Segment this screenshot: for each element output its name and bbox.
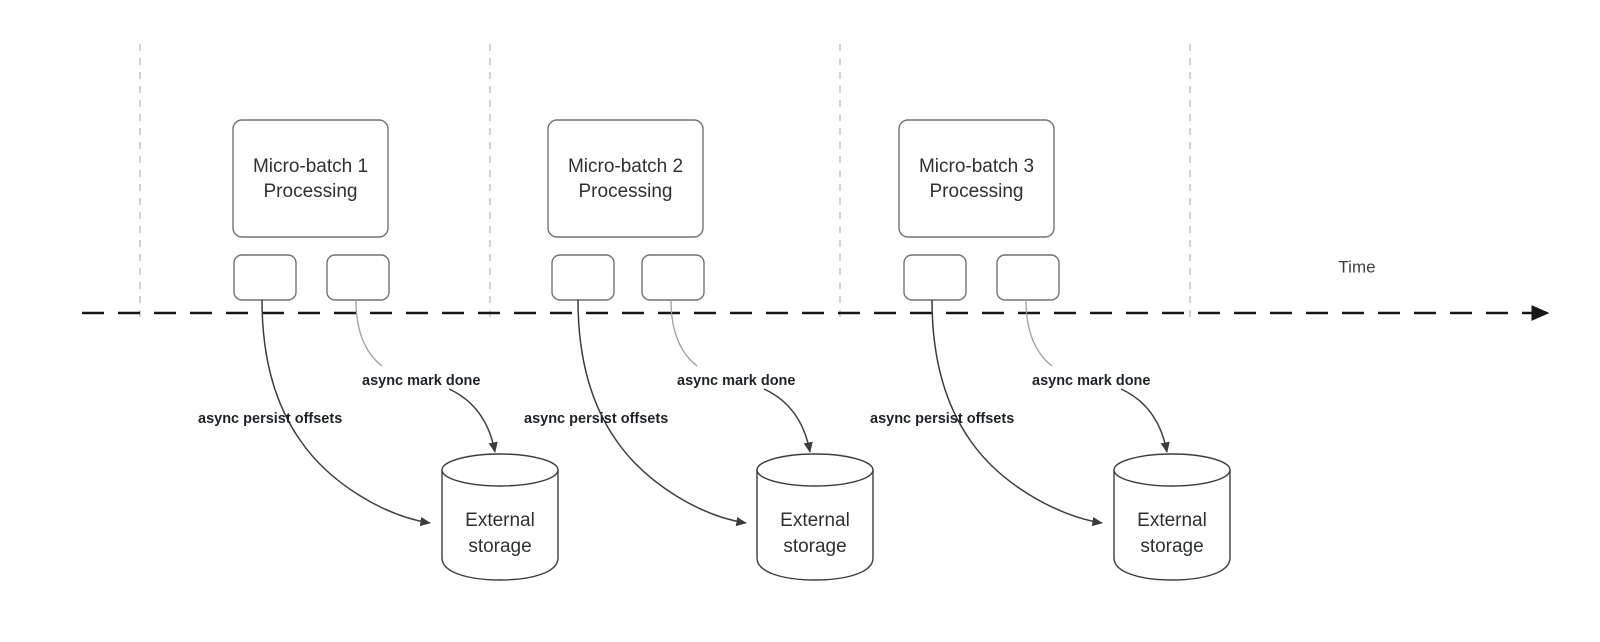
micro-batch-1-task-markdone-box[interactable]	[326, 254, 390, 301]
external-storage-1-label-line1: External	[465, 510, 535, 531]
async-mark-done-arrow-1-seg2	[448, 388, 498, 453]
async-mark-done-arrow-2-seg2	[763, 388, 813, 453]
async-persist-offsets-label-3: async persist offsets	[870, 411, 1014, 427]
external-storage-2-label-line2: storage	[783, 536, 846, 557]
external-storage-3-label-line1: External	[1137, 510, 1207, 531]
async-persist-offsets-label-1: async persist offsets	[198, 411, 342, 427]
external-storage-3-top	[1113, 453, 1231, 487]
external-storage-1-body	[441, 469, 559, 581]
micro-batch-3-task-markdone-box[interactable]	[996, 254, 1060, 301]
micro-batch-group-2: Micro-batch 2 Processing External storag…	[524, 119, 874, 581]
micro-batch-2-label-line2: Processing	[579, 181, 673, 202]
external-storage-2-label-line1: External	[780, 510, 850, 531]
external-storage-2-body	[756, 469, 874, 581]
external-storage-1[interactable]: External storage	[441, 453, 559, 581]
micro-batch-1-label-line2: Processing	[264, 181, 358, 202]
async-persist-offsets-arrow-2	[577, 299, 747, 527]
micro-batch-3-label-line2: Processing	[930, 181, 1024, 202]
batch-boundary-guides	[139, 44, 1191, 320]
external-storage-3-body	[1113, 469, 1231, 581]
async-mark-done-arrow-1-seg1	[355, 299, 383, 367]
async-mark-done-arrow-2-seg1	[670, 299, 698, 367]
external-storage-3[interactable]: External storage	[1113, 453, 1231, 581]
micro-batch-1-label-line1: Micro-batch 1	[253, 156, 368, 177]
micro-batch-3-label-line1: Micro-batch 3	[919, 156, 1034, 177]
micro-batch-2-label-line1: Micro-batch 2	[568, 156, 683, 177]
async-mark-done-label-2: async mark done	[677, 373, 795, 389]
external-storage-2-top	[756, 453, 874, 487]
external-storage-3-label-line2: storage	[1140, 536, 1203, 557]
external-storage-1-label-line2: storage	[468, 536, 531, 557]
micro-batch-2-task-markdone-box[interactable]	[641, 254, 705, 301]
micro-batch-2-task-persist-box[interactable]	[551, 254, 615, 301]
micro-batch-1-box[interactable]	[232, 119, 389, 238]
micro-batch-group-3: Micro-batch 3 Processing External storag…	[870, 119, 1231, 581]
async-mark-done-label-1: async mark done	[362, 373, 480, 389]
async-persist-offsets-label-2: async persist offsets	[524, 411, 668, 427]
async-mark-done-arrow-3-seg2	[1120, 388, 1170, 453]
micro-batch-3-box[interactable]	[898, 119, 1055, 238]
async-mark-done-arrow-3-seg1	[1025, 299, 1053, 367]
time-axis-label: Time	[1338, 257, 1375, 276]
micro-batch-1-task-persist-box[interactable]	[233, 254, 297, 301]
external-storage-2[interactable]: External storage	[756, 453, 874, 581]
async-mark-done-label-3: async mark done	[1032, 373, 1150, 389]
micro-batch-3-task-persist-box[interactable]	[903, 254, 967, 301]
async-persist-offsets-arrow-3	[931, 299, 1103, 527]
external-storage-1-top	[441, 453, 559, 487]
async-persist-offsets-arrow-1	[261, 299, 431, 527]
micro-batch-group-1: Micro-batch 1 Processing External storag…	[198, 119, 559, 581]
time-axis: Time	[82, 257, 1550, 321]
micro-batch-2-box[interactable]	[547, 119, 704, 238]
